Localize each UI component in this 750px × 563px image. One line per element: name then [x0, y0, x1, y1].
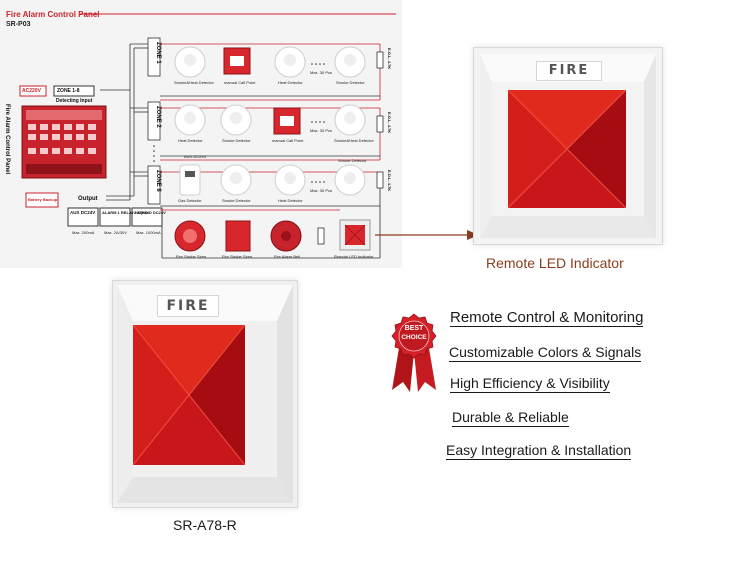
row4-label-3: Fire Alarm Bell [274, 254, 301, 259]
row1-label-2: manual Call Point [224, 80, 256, 85]
panel-vertical-label: Fire Alarm Control Panel [4, 104, 10, 175]
output-2-max: Max. 2A/30V [104, 230, 127, 235]
led-indicator-body [480, 54, 656, 238]
output-1-max: Max. 200mA [72, 230, 95, 235]
output-3-label: 2 SOUND DC24V [134, 210, 166, 215]
remote-led-indicator-image: FIRE [473, 47, 663, 245]
best-choice-badge: BEST CHOICE [388, 312, 440, 394]
remote-led-indicator-caption: Remote LED Indicator [486, 255, 624, 271]
row2-label-2: Smoke Detector [222, 138, 251, 143]
detecting-input-label: Detecting Input [56, 98, 93, 104]
eol-resistor-label-1: E.O.L. 4.7K [387, 48, 392, 70]
zone-1-label: ZONE 1 [155, 42, 161, 64]
sr-a78-r-product-image: FIRE [112, 280, 298, 508]
row3-label-3: Heat Detector [278, 198, 303, 203]
output-label: Output [78, 196, 98, 202]
feature-item-2: Customizable Colors & Signals [449, 344, 642, 362]
feature-item-4: Durable & Reliable [452, 409, 569, 427]
feature-item-3: High Efficiency & Visibility [450, 375, 610, 393]
row3-label-2: Smoke Detector [222, 198, 251, 203]
row4-label-1: Fire Strobe Siren [176, 254, 207, 259]
row4-label-4: Remote LED Indicator [334, 254, 374, 259]
badge-icon [391, 313, 437, 392]
row2-label-1: Heat Detector [178, 138, 203, 143]
diagram-title: Fire Alarm Control Panel [6, 10, 100, 19]
output-2-label: ALARM 1 RELAY NC|NO [102, 210, 149, 215]
zone-8-label: ZONE 8 [155, 170, 161, 192]
feature-item-1: Remote Control & Monitoring [450, 309, 644, 327]
row3-label-5: Smoke Detector [338, 158, 367, 163]
feature-item-5: Easy Integration & Installation [446, 442, 632, 460]
zone-range-label: ZONE 1-8 [57, 88, 80, 94]
row2-label-4: Max. 30 Pcs [310, 128, 333, 133]
model-number-caption: SR-A78-R [173, 517, 237, 533]
row3-label-1: Gas Detector [178, 198, 202, 203]
eol-resistor-label-3: E.O.L. 4.7K [387, 170, 392, 192]
row2-label-5: Smoke&Heat Detector [334, 138, 374, 143]
diagram-model: SR-P03 [6, 21, 31, 28]
wiring-lines [19, 13, 396, 259]
row1-label-3: Heat Detector [278, 80, 303, 85]
row1-label-1: Smoke&Heat Detector [174, 80, 214, 85]
row1-label-4: Max. 30 Pcs [310, 70, 333, 75]
row2-label-3: manual Call Point [272, 138, 304, 143]
badge-line-2: CHOICE [401, 334, 427, 341]
row3-aux-label: AUX DC24V [184, 154, 207, 159]
row4-label-2: Fire Strobe Siren [222, 254, 253, 259]
battery-label: Battery Backup [28, 197, 58, 202]
output-1-label: AUX DC24V [70, 210, 96, 215]
pointer-arrow [375, 230, 479, 240]
eol-resistor-label-2: E.O.L. 4.7K [387, 112, 392, 134]
row1-label-5: Smoke Detector [336, 80, 365, 85]
fire-label-plate: FIRE [157, 295, 219, 317]
wiring-diagram: Fire Alarm Control Panel SR-P03 Fire Ala… [0, 0, 402, 268]
fire-label-plate: FIRE [536, 61, 602, 81]
row3-label-4: Max. 30 Pcs [310, 188, 333, 193]
badge-line-1: BEST [404, 325, 424, 332]
zone-2-label: ZONE 2 [155, 106, 161, 128]
ac-label: AC220V [22, 88, 41, 94]
output-3-max: Max. 1000mA [136, 230, 161, 235]
